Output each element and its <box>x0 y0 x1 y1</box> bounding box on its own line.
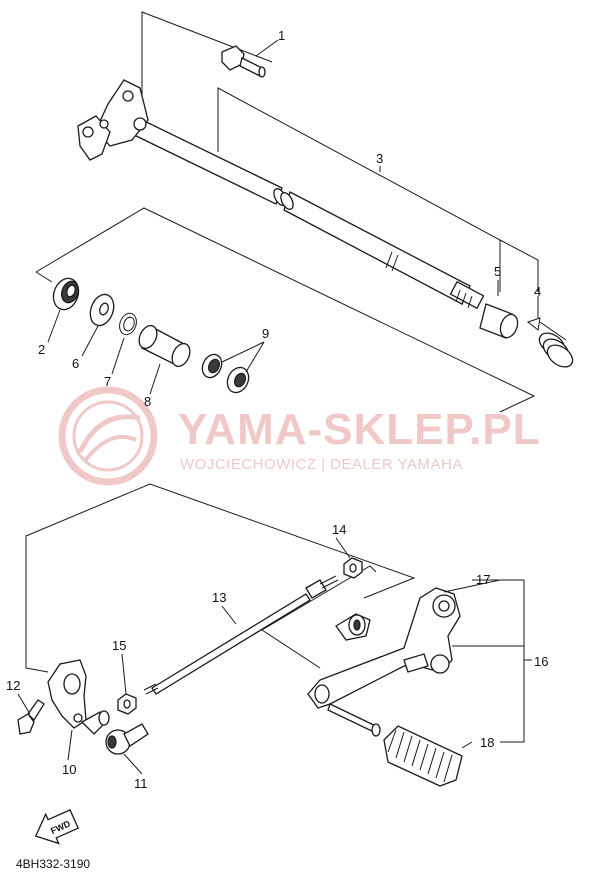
part-1-bolt <box>221 45 266 78</box>
part-9-collars <box>201 353 250 394</box>
callout-8: 8 <box>144 394 151 409</box>
callout-3: 3 <box>376 151 383 166</box>
upper-frame-lines <box>35 11 539 413</box>
shift-pedal <box>307 587 461 737</box>
callout-18: 18 <box>480 735 494 750</box>
part-17-joint <box>335 613 371 641</box>
callout-12: 12 <box>6 678 20 693</box>
callout-13: 13 <box>212 590 226 605</box>
leader-lines <box>17 39 539 775</box>
callout-15: 15 <box>112 638 126 653</box>
part-15-nut <box>117 693 137 715</box>
lower-frame-lines <box>25 483 416 673</box>
part-14-nut <box>343 557 363 579</box>
part-4-spring <box>526 317 574 368</box>
part-13-rod <box>143 575 339 695</box>
part-8-bushing <box>138 324 191 368</box>
callout-9: 9 <box>262 326 269 341</box>
shift-arm-bracket <box>77 79 149 161</box>
callout-1: 1 <box>278 28 285 43</box>
diagram-code: 4BH332-3190 <box>16 857 90 871</box>
callout-16: 16 <box>534 654 548 669</box>
part-10-shift-arm <box>47 659 87 729</box>
callout-7: 7 <box>104 374 111 389</box>
callout-5: 5 <box>494 264 501 279</box>
watermark-brand: YAMA-SKLEP.PL <box>178 405 541 454</box>
part-10-joint <box>80 710 110 735</box>
callout-14: 14 <box>332 522 346 537</box>
callout-2: 2 <box>38 342 45 357</box>
part-2-oil-seal <box>52 277 80 311</box>
part-18-pedal-rubber <box>383 725 463 787</box>
watermark-subtitle: WOJCIECHOWICZ | DEALER YAMAHA <box>180 456 463 473</box>
callout-numbers: 1 3 5 4 2 6 7 8 9 14 17 13 15 16 12 18 1… <box>6 28 548 791</box>
part-6-washer <box>89 293 115 327</box>
watermark: YAMA-SKLEP.PL WOJCIECHOWICZ | DEALER YAM… <box>58 386 541 486</box>
part-5-collar <box>479 303 519 339</box>
callout-17: 17 <box>476 572 490 587</box>
part-7-circlip <box>119 312 137 336</box>
fwd-arrow-icon: FWD <box>34 809 80 845</box>
part-12-bolt <box>17 699 45 735</box>
callout-6: 6 <box>72 356 79 371</box>
callout-11: 11 <box>134 776 148 791</box>
shift-shaft <box>127 115 485 310</box>
callout-4: 4 <box>534 284 541 299</box>
watermark-logo <box>58 386 158 486</box>
callout-10: 10 <box>62 762 76 777</box>
part-11-ball-joint <box>105 723 149 755</box>
